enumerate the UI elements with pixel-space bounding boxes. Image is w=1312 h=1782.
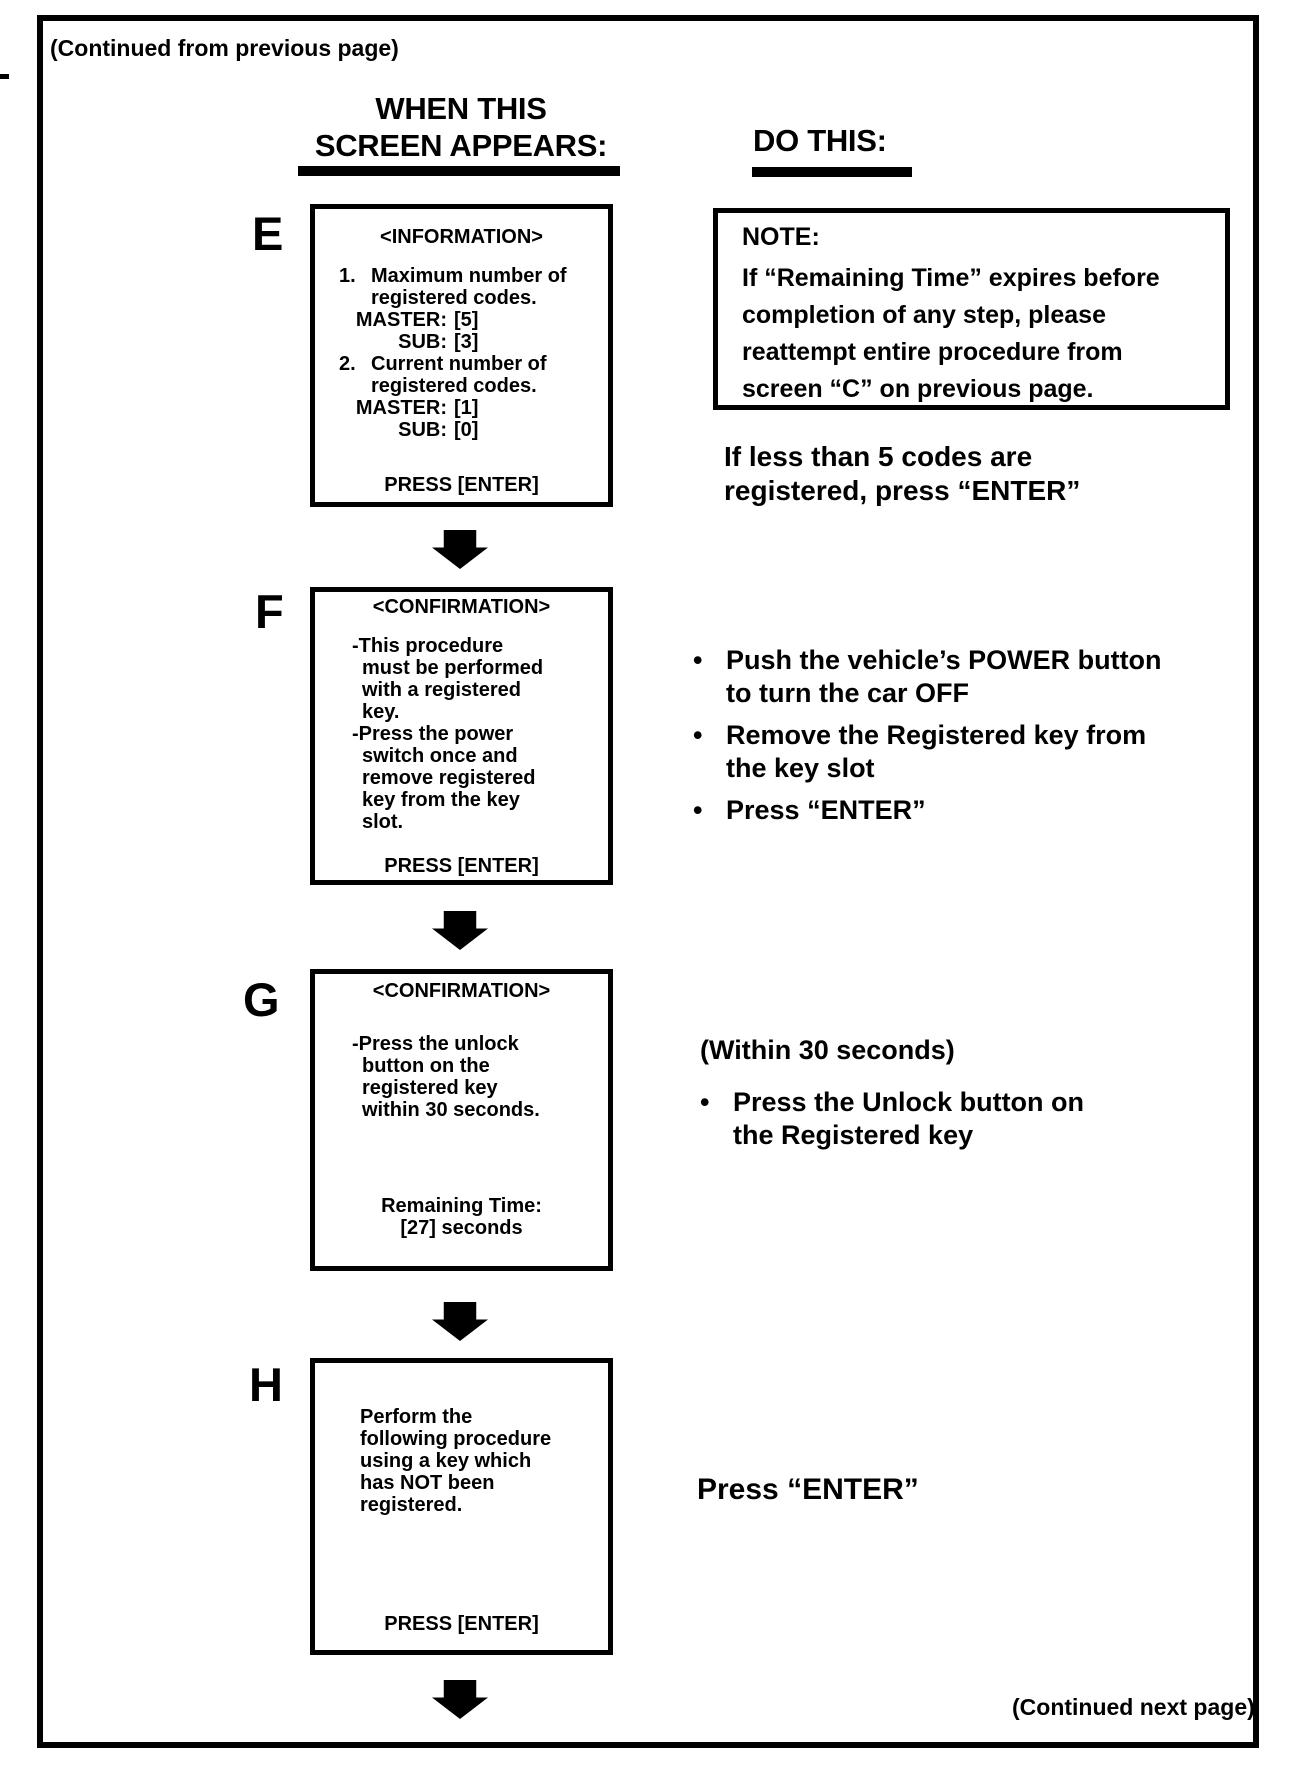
list-item-text: Current number of registered codes.: [371, 353, 547, 397]
within-30-seconds-text: (Within 30 seconds): [700, 1035, 955, 1065]
code-count-row: MASTER: [5]: [355, 309, 602, 331]
note-body: If “Remaining Time” expires before compl…: [742, 264, 1160, 403]
bullet-text: Press the Unlock button on the Registere…: [733, 1087, 1085, 1150]
do-this-g-bullets: • Press the Unlock button on the Registe…: [700, 1086, 1084, 1161]
page-border-frame: [37, 15, 1259, 1748]
header-underline: [298, 166, 620, 176]
column-header-do-this: DO THIS:: [753, 123, 887, 158]
screen-h-box: Perform the following procedure using a …: [310, 1358, 613, 1655]
list-item: 1. Maximum number of registered codes. M…: [339, 265, 602, 353]
header-underline: [752, 167, 912, 177]
press-enter-footer: PRESS [ENTER]: [384, 855, 539, 877]
screen-label-h: H: [249, 1358, 283, 1411]
list-item-number: 1.: [339, 265, 356, 287]
bullet-text: Press “ENTER”: [726, 795, 926, 825]
bullet-item: • Press the Unlock button on the Registe…: [700, 1086, 1084, 1152]
bullet-text: Push the vehicle’s POWER button to turn …: [726, 645, 1162, 708]
screen-label-e: E: [252, 207, 284, 260]
screen-f-title: <CONFIRMATION>: [372, 596, 551, 618]
bullet-item: • Press “ENTER”: [693, 794, 1162, 827]
page-edge-mark: [0, 74, 9, 79]
bullet-item: • Push the vehicle’s POWER button to tur…: [693, 644, 1162, 710]
list-item-text: -This procedure must be performed with a…: [352, 635, 544, 723]
remaining-time-text: Remaining Time: [27] seconds: [381, 1195, 542, 1239]
list-item-text: -Press the unlock button on the register…: [352, 1033, 540, 1121]
list-item-number: 2.: [339, 353, 356, 375]
do-this-f-bullets: • Push the vehicle’s POWER button to tur…: [693, 644, 1162, 836]
note-box: NOTE: If “Remaining Time” expires before…: [713, 208, 1230, 410]
screen-e-title: <INFORMATION>: [380, 226, 543, 248]
code-count-value: [5]: [454, 309, 479, 331]
code-count-value: [3]: [454, 331, 479, 353]
bullet-icon: •: [693, 795, 703, 825]
continued-next-text: (Continued next page): [1012, 1694, 1255, 1720]
code-count-row: SUB: [0]: [355, 419, 602, 441]
code-count-value: [0]: [454, 419, 479, 441]
screen-f-box: <CONFIRMATION> -This procedure must be p…: [310, 587, 613, 885]
continued-from-text: (Continued from previous page): [50, 35, 399, 61]
bullet-icon: •: [700, 1087, 710, 1117]
note-title: NOTE:: [742, 223, 820, 251]
list-item: 2. Current number of registered codes. M…: [339, 353, 602, 441]
screen-h-body: Perform the following procedure using a …: [360, 1406, 552, 1516]
code-count-row: SUB: [3]: [355, 331, 602, 353]
code-count-label: SUB:: [398, 419, 447, 441]
screen-e-box: <INFORMATION> 1. Maximum number of regis…: [310, 204, 613, 507]
bullet-icon: •: [693, 720, 703, 750]
screen-e-list: 1. Maximum number of registered codes. M…: [339, 265, 602, 441]
press-enter-footer: PRESS [ENTER]: [384, 1613, 539, 1635]
screen-label-f: F: [255, 585, 284, 638]
bullet-item: • Remove the Registered key from the key…: [693, 719, 1162, 785]
list-item-text: Maximum number of registered codes.: [371, 265, 567, 309]
screen-g-title: <CONFIRMATION>: [372, 980, 551, 1002]
screen-f-list: -This procedure must be performed with a…: [352, 635, 600, 833]
code-count-row: MASTER: [1]: [355, 397, 602, 419]
screen-label-g: G: [243, 973, 280, 1026]
code-count-label: SUB:: [398, 331, 447, 353]
instruction-if-less-than-5-codes: If less than 5 codes are registered, pre…: [724, 441, 1081, 506]
bullet-text: Remove the Registered key from the key s…: [726, 720, 1147, 783]
code-count-label: MASTER:: [355, 309, 447, 331]
press-enter-instruction: Press “ENTER”: [697, 1473, 919, 1506]
code-count-label: MASTER:: [355, 397, 447, 419]
press-enter-footer: PRESS [ENTER]: [384, 474, 539, 496]
bullet-icon: •: [693, 645, 703, 675]
code-count-value: [1]: [454, 397, 479, 419]
column-header-when-this-screen-appears: WHEN THIS SCREEN APPEARS:: [314, 91, 608, 163]
screen-g-box: <CONFIRMATION> -Press the unlock button …: [310, 969, 613, 1271]
list-item-text: -Press the power switch once and remove …: [352, 723, 536, 833]
screen-g-list: -Press the unlock button on the register…: [352, 1033, 600, 1121]
